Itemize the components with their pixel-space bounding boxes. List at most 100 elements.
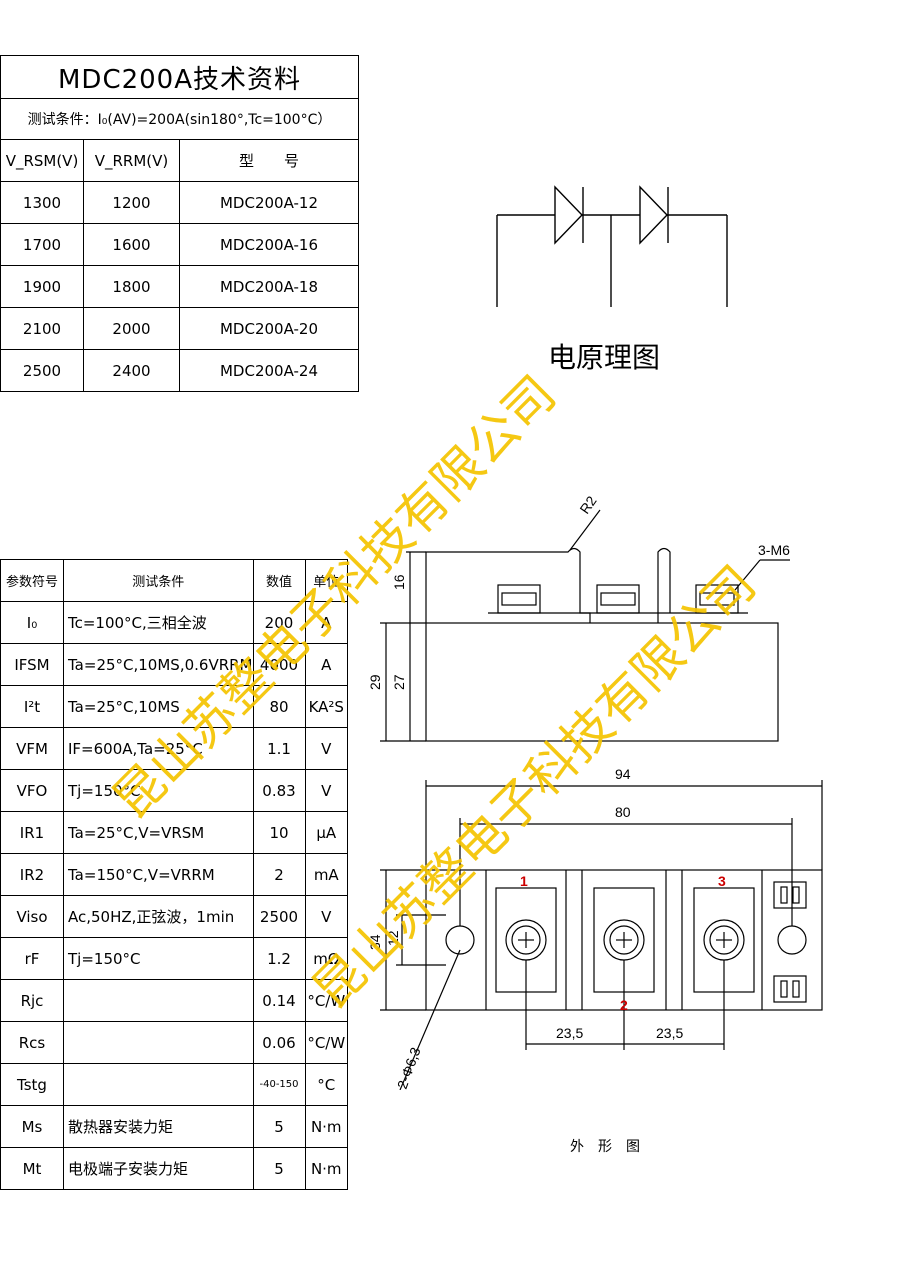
outline-drawing: R2 3-M6 16 29 27 94 80 34 12 23,5 23,5 2… [367,493,823,1090]
cell-vrsm: 2500 [0,349,84,392]
cell-condition: Ta=25°C,10MS,0.6VRRM [63,643,254,686]
dim-16: 16 [391,574,407,590]
cell-value: 2500 [252,895,306,938]
cell-unit: A [304,601,348,644]
cell-value: 5 [252,1147,306,1190]
cell-vrrm: 1800 [83,265,180,308]
cell-unit: KA²S [304,685,348,728]
cell-vrsm: 1700 [0,223,84,266]
cell-model: MDC200A-12 [179,181,359,224]
cell-condition: 电极端子安装力矩 [63,1147,254,1190]
cell-symbol: VFM [0,727,64,770]
cell-vrrm: 2400 [83,349,180,392]
cell-value: 10 [252,811,306,854]
cell-value: 0.14 [252,979,306,1022]
cell-symbol: Rjc [0,979,64,1022]
cell-symbol: IR1 [0,811,64,854]
cell-value: 1.1 [252,727,306,770]
cell-symbol: Viso [0,895,64,938]
cell-condition: 散热器安装力矩 [63,1105,254,1148]
cell-value: 0.83 [252,769,306,812]
cell-vrsm: 2100 [0,307,84,350]
cell-value: 80 [252,685,306,728]
circuit-diagram [496,185,728,307]
header-vrrm: V_RRM(V) [83,139,180,182]
cell-unit: V [304,895,348,938]
dim-r2: R2 [576,493,599,517]
cell-symbol: I²t [0,685,64,728]
doc-title: MDC200A技术资料 [0,55,359,99]
cell-condition [63,1021,254,1064]
cell-unit: A [304,643,348,686]
param-header-symbol: 参数符号 [0,559,64,602]
cell-symbol: rF [0,937,64,980]
cell-unit: °C/W [304,979,348,1022]
cell-condition: Ta=25°C,V=VRSM [63,811,254,854]
cell-vrrm: 1200 [83,181,180,224]
cell-symbol: IFSM [0,643,64,686]
cell-symbol: Rcs [0,1021,64,1064]
cell-symbol: VFO [0,769,64,812]
cell-unit: mA [304,853,348,896]
dim-94: 94 [615,766,631,782]
outline-caption: 外 形 图 [570,1139,640,1155]
cell-unit: V [304,727,348,770]
dim-12: 12 [385,930,401,946]
terminal-label-2: 2 [620,997,628,1013]
cell-model: MDC200A-20 [179,307,359,350]
cell-condition: Ta=150°C,V=VRRM [63,853,254,896]
terminal-label-3: 3 [718,873,726,889]
cell-symbol: Mt [0,1147,64,1190]
test-condition: 测试条件：I₀(AV)=200A(sin180°,Tc=100°C） [0,98,359,140]
cell-condition: Tc=100°C,三相全波 [63,601,254,644]
cell-symbol: I₀ [0,601,64,644]
cell-model: MDC200A-16 [179,223,359,266]
dim-80: 80 [615,804,631,820]
cell-value: 1.2 [252,937,306,980]
cell-unit: mΩ [304,937,348,980]
cell-condition: IF=600A,Ta=25°C [63,727,254,770]
cell-condition [63,979,254,1022]
dim-34: 34 [367,934,383,950]
circuit-caption: 电原理图 [548,341,661,374]
cell-vrrm: 2000 [83,307,180,350]
cell-value: 200 [252,601,306,644]
table-row: Rjc 0.14°C/W [0,979,348,1022]
cell-condition [63,1063,254,1106]
terminal-label-1: 1 [520,873,528,889]
rating-table: MDC200A技术资料 测试条件：I₀(AV)=200A(sin180°,Tc=… [0,55,359,392]
table-row: Tstg-40-150°C [0,1063,348,1106]
header-vrsm: V_RSM(V) [0,139,84,182]
cell-symbol: Tstg [0,1063,64,1106]
cell-value: 4000 [252,643,306,686]
cell-condition: Tj=150°C [63,937,254,980]
cell-condition: Tj=150°C [63,769,254,812]
dim-m6: 3-M6 [758,542,790,558]
cell-model: MDC200A-24 [179,349,359,392]
header-model: 型 号 [179,139,359,182]
cell-unit: V [304,769,348,812]
dim-29: 29 [367,674,383,690]
cell-value: 0.06 [252,1021,306,1064]
cell-vrrm: 1600 [83,223,180,266]
cell-unit: °C [304,1063,348,1106]
dim-23-5-right: 23,5 [656,1025,683,1041]
